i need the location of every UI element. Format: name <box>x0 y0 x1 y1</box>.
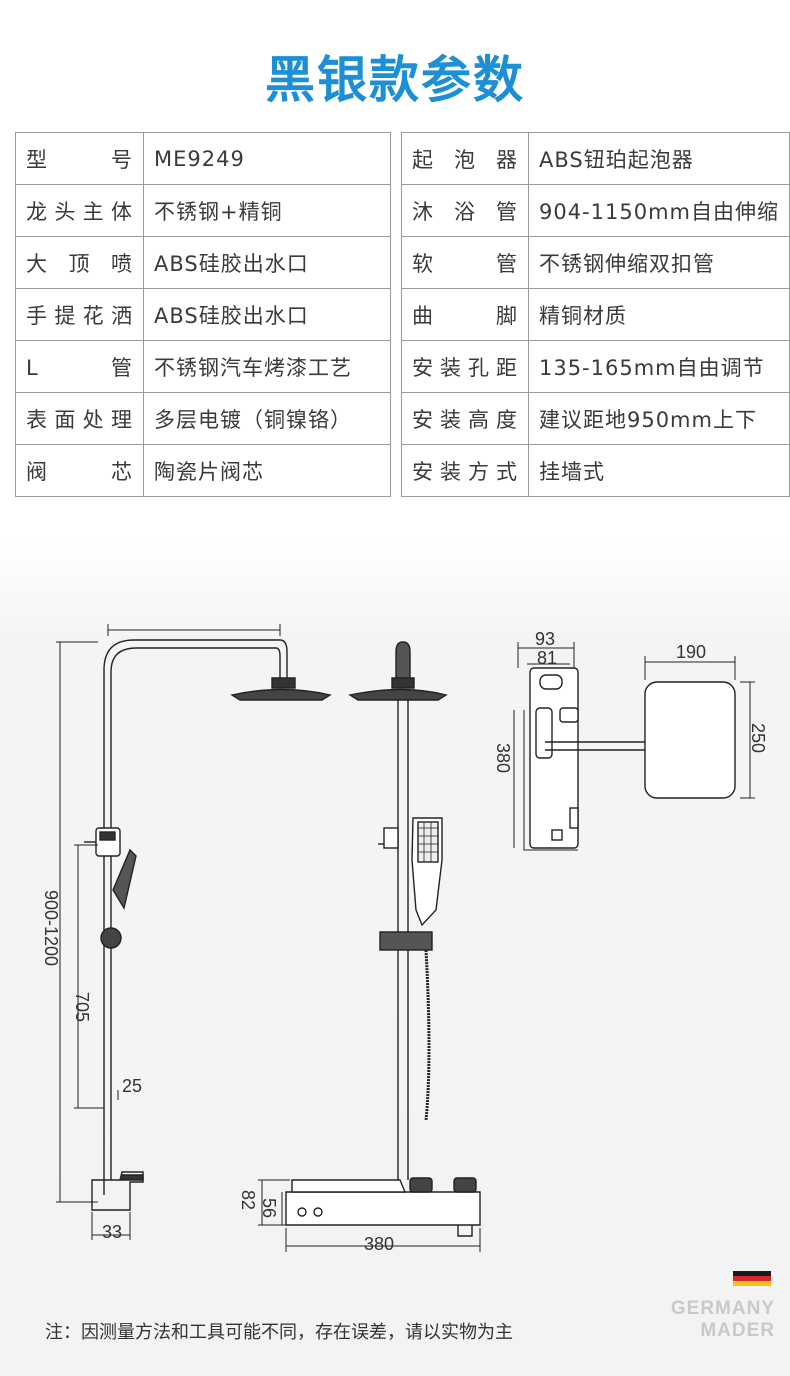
spec-value: 陶瓷片阀芯 <box>143 444 391 497</box>
spec-value: 精铜材质 <box>527 288 790 341</box>
dim-label-33: 33 <box>102 1222 122 1242</box>
spec-key: 安装孔距 <box>401 340 529 393</box>
spec-key: 软管 <box>401 236 529 289</box>
spec-key: 大顶喷 <box>15 236 144 289</box>
table-row: 表面处理多层电镀（铜镍铬） <box>15 392 391 445</box>
spec-key: 表面处理 <box>15 392 144 445</box>
dim-label-82: 82 <box>238 1190 258 1210</box>
table-row: 安装方式挂墙式 <box>401 444 790 497</box>
table-row: 龙头主体不锈钢+精铜 <box>15 184 391 237</box>
dim-label-56: 56 <box>259 1198 279 1218</box>
page-title: 黑银款参数 <box>265 51 525 109</box>
spec-value: 135-165mm自由调节 <box>527 340 790 393</box>
spec-key: 安装高度 <box>401 392 529 445</box>
spec-value: ABS硅胶出水口 <box>143 288 391 341</box>
spec-value: 不锈钢+精铜 <box>143 184 391 237</box>
table-row: L管不锈钢汽车烤漆工艺 <box>15 340 391 393</box>
dim-label-250: 250 <box>748 723 768 753</box>
spec-value: 多层电镀（铜镍铬） <box>143 392 391 445</box>
spec-key: 手提花洒 <box>15 288 144 341</box>
spec-value: ME9249 <box>143 132 391 185</box>
german-flag-icon <box>733 1271 771 1286</box>
spec-key: 沐浴管 <box>401 184 529 237</box>
spec-value: 建议距地950mm上下 <box>527 392 790 445</box>
dim-label-380-horizontal: 380 <box>364 1234 394 1254</box>
front-view-shower <box>258 641 481 1252</box>
spec-key: 阀芯 <box>15 444 144 497</box>
dim-label-900-1200: 900-1200 <box>41 890 61 966</box>
spec-value: 904-1150mm自由伸缩 <box>527 184 790 237</box>
spec-key: 曲脚 <box>401 288 529 341</box>
side-view-shower <box>56 624 332 1240</box>
dim-label-81: 81 <box>537 648 557 668</box>
dim-label-93: 93 <box>535 629 555 649</box>
table-row: 曲脚精铜材质 <box>401 288 790 341</box>
dim-label-380-vertical: 380 <box>493 743 513 773</box>
table-row: 软管不锈钢伸缩双扣管 <box>401 236 790 289</box>
spec-value: 挂墙式 <box>527 444 790 497</box>
spec-key: 安装方式 <box>401 444 529 497</box>
wall-bracket-view <box>513 642 755 851</box>
spec-value: ABS硅胶出水口 <box>143 236 391 289</box>
dim-label-190: 190 <box>676 642 706 662</box>
spec-key: 龙头主体 <box>15 184 144 237</box>
spec-value: 不锈钢汽车烤漆工艺 <box>143 340 391 393</box>
spec-key: L管 <box>15 340 144 393</box>
technical-drawing: 93 81 190 250 380 900-1200 705 25 33 82 … <box>41 624 768 1254</box>
disclaimer-note: 注：因测量方法和工具可能不同，存在误差，请以实物为主 <box>45 1322 513 1343</box>
spec-key: 型号 <box>15 132 144 185</box>
table-row: 阀芯陶瓷片阀芯 <box>15 444 391 497</box>
dim-label-705: 705 <box>72 992 92 1022</box>
spec-value: ABS钮珀起泡器 <box>527 132 790 185</box>
brand-line1: GERMANY <box>670 1298 775 1319</box>
table-row: 安装高度建议距地950mm上下 <box>401 392 790 445</box>
spec-key: 起泡器 <box>401 132 529 185</box>
spec-value: 不锈钢伸缩双扣管 <box>527 236 790 289</box>
dim-label-25: 25 <box>122 1076 142 1096</box>
brand-line2: MADER <box>700 1320 775 1341</box>
brand-logo: GERMANY MADER <box>650 1298 775 1342</box>
